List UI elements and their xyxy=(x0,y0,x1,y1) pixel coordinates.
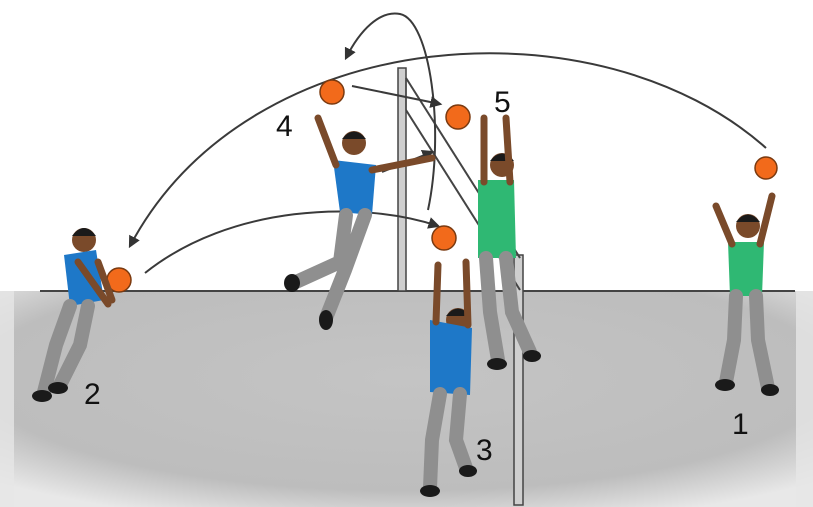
volleyball-icon xyxy=(754,156,778,180)
volleyball-icon xyxy=(445,104,471,130)
player-2 xyxy=(32,228,116,402)
player-number-1: 1 xyxy=(732,408,749,441)
player-4 xyxy=(284,114,436,330)
ball-icon-group xyxy=(106,79,778,293)
volleyball-icon xyxy=(431,225,457,251)
player-5 xyxy=(478,114,541,370)
player-number-4: 4 xyxy=(276,110,293,143)
player-3 xyxy=(420,258,477,497)
player-number-3: 3 xyxy=(476,434,493,467)
player-number-5: 5 xyxy=(494,86,511,119)
ball-trajectories xyxy=(128,12,767,274)
volleyball-icon xyxy=(319,79,345,105)
player-1 xyxy=(712,192,779,396)
court-floor xyxy=(0,291,813,507)
player-number-2: 2 xyxy=(84,378,101,411)
